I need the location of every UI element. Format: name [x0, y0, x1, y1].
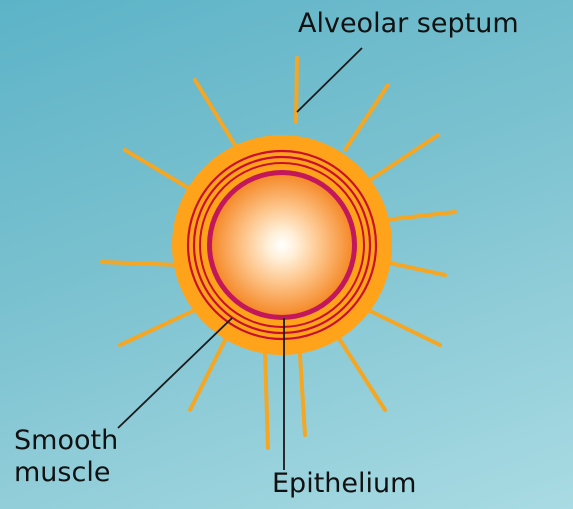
label-alveolar-septum: Alveolar septum	[298, 8, 519, 40]
septum-spoke	[368, 310, 440, 345]
septum-spoke	[340, 340, 385, 410]
septum-spoke	[265, 352, 268, 448]
label-epithelium: Epithelium	[272, 468, 416, 500]
label-smooth-muscle: Smooth muscle	[14, 425, 118, 490]
septum-spoke	[385, 262, 445, 275]
septum-spoke	[300, 355, 305, 435]
septum-spoke	[385, 212, 455, 220]
septum-spoke	[120, 310, 195, 345]
septum-spoke	[102, 262, 180, 265]
septum-spoke	[195, 80, 238, 150]
leader-line-smooth-muscle	[118, 318, 232, 428]
label-smooth-muscle-line2: muscle	[14, 457, 118, 489]
septum-spoke	[296, 58, 297, 122]
label-smooth-muscle-line1: Smooth	[14, 425, 118, 457]
septum-spoke	[345, 85, 388, 150]
leader-line-alveolar-septum	[297, 48, 362, 112]
septum-spoke	[370, 135, 438, 180]
airway-lumen	[212, 175, 352, 315]
septum-spoke	[190, 340, 225, 410]
